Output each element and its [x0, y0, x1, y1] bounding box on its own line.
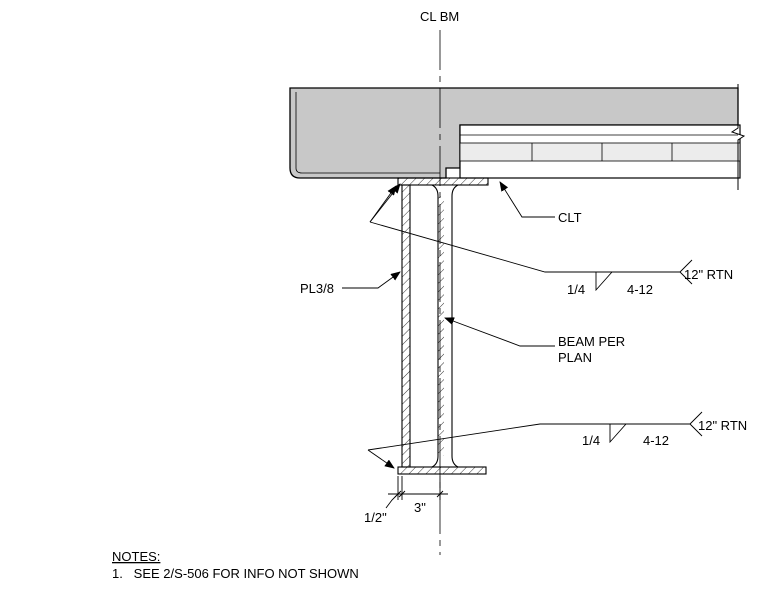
- clt-panel: [459, 124, 741, 179]
- beam-label-line2: PLAN: [558, 350, 592, 365]
- beam-web-hatch: [438, 196, 444, 456]
- top-flange: [397, 177, 489, 186]
- clt-label: CLT: [558, 210, 582, 225]
- centerline-label: CL BM: [420, 9, 459, 24]
- slab-inner-edge: [295, 92, 440, 174]
- dim-edge-label: 1/2": [364, 510, 387, 525]
- weld-top-size: 1/4: [567, 282, 585, 297]
- weld-bottom-return: 12" RTN: [698, 418, 747, 433]
- notes-title: NOTES:: [112, 549, 160, 564]
- weld-bottom-spacing: 4-12: [643, 433, 669, 448]
- side-plate: [401, 184, 411, 468]
- note-item: 1. SEE 2/S-506 FOR INFO NOT SHOWN: [112, 566, 359, 581]
- dimensions: [385, 476, 448, 509]
- leaders: [342, 181, 703, 469]
- weld-bottom-size: 1/4: [582, 433, 600, 448]
- weld-top-return: 12" RTN: [684, 267, 733, 282]
- weld-top-spacing: 4-12: [627, 282, 653, 297]
- beam-label-line1: BEAM PER: [558, 334, 625, 349]
- dim-offset-label: 3": [414, 500, 426, 515]
- beam-web: [431, 184, 459, 468]
- bottom-flange: [397, 466, 487, 475]
- plate-label: PL3/8: [300, 281, 334, 296]
- break-line: [730, 84, 746, 190]
